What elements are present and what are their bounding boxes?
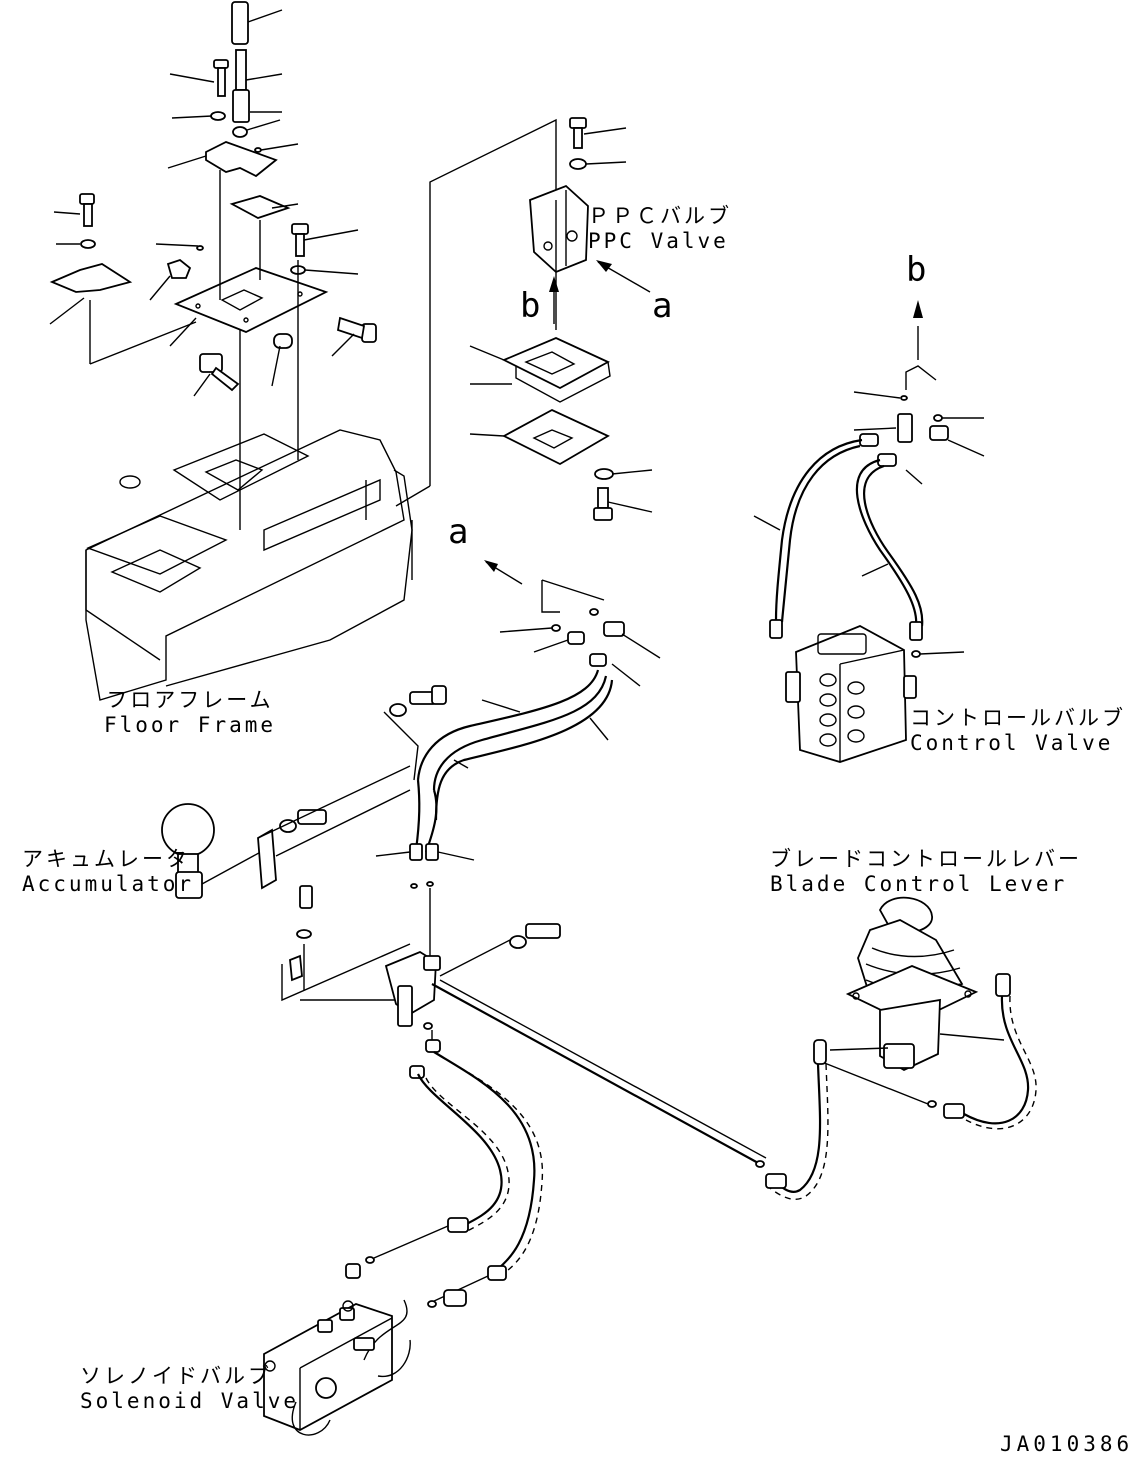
solenoid-valve-label-en: Solenoid Valve xyxy=(80,1389,300,1413)
accumulator-part xyxy=(161,765,411,899)
ppc-valve-label-jp: ＰＰＣバルブ xyxy=(588,204,732,228)
solenoid-valve-label-jp: ソレノイドバルブ xyxy=(80,1364,272,1388)
control-valve-label-jp: コントロールバルブ xyxy=(910,706,1126,730)
view-marker-a-lower: a xyxy=(448,512,469,552)
drawing-number: JA010386 xyxy=(1000,1432,1134,1456)
floor-frame-body xyxy=(85,429,413,701)
ppc-valve-label-en: PPC Valve xyxy=(588,229,729,253)
floor-frame-label-jp: フロアフレーム xyxy=(106,688,274,712)
relay-block-group xyxy=(281,885,767,1168)
view-marker-b-left: b xyxy=(520,286,541,326)
accumulator-label-en: Accumulator xyxy=(22,872,195,896)
floor-frame-label-en: Floor Frame xyxy=(103,713,277,737)
accumulator-label-jp: アキュムレータ xyxy=(22,847,190,871)
view-marker-b-right: b xyxy=(906,250,927,290)
solenoid-valve-part xyxy=(263,1299,411,1436)
solenoid-hoses xyxy=(345,1051,544,1308)
ppc-hose-group xyxy=(375,560,661,960)
view-marker-a-upper: a xyxy=(652,286,673,326)
lever-column-assembly xyxy=(49,1,377,530)
ppc-valve-assembly xyxy=(395,117,653,521)
blade-control-lever-label-en: Blade Control Lever xyxy=(770,872,1068,896)
control-valve-assembly xyxy=(753,300,985,763)
blade-control-lever-label-jp: ブレードコントロールレバー xyxy=(770,847,1082,871)
control-valve-label-en: Control Valve xyxy=(910,731,1114,755)
blade-control-lever-part xyxy=(765,896,1037,1200)
